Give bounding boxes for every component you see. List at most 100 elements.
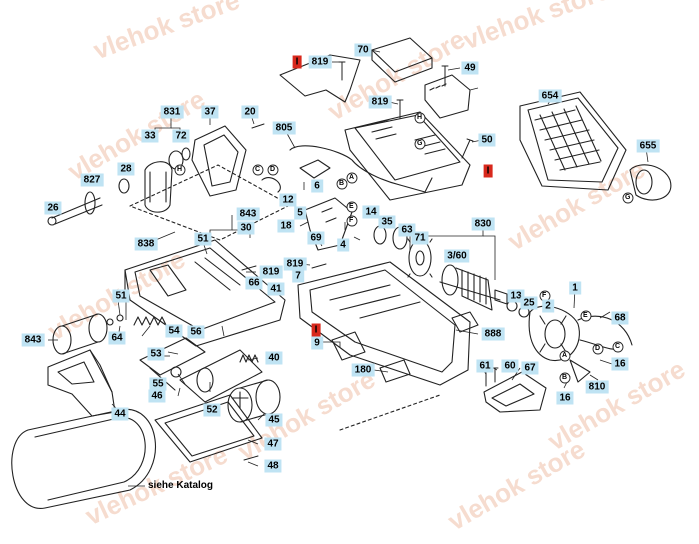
part-label: 45 <box>265 413 283 427</box>
part-label: 7 <box>292 269 304 283</box>
part-label: 53 <box>147 347 165 361</box>
part-label: 35 <box>378 215 396 229</box>
part-label: 180 <box>351 363 375 377</box>
spring-54 <box>133 316 167 326</box>
part-label: 52 <box>203 403 221 417</box>
part-label: 55 <box>149 377 167 391</box>
part-label: 70 <box>354 43 372 57</box>
red-marker: I <box>483 164 493 178</box>
letter-marker: C <box>615 343 621 350</box>
frame-44 <box>47 349 116 417</box>
plate-52 <box>179 349 263 403</box>
part-label: 13 <box>507 289 525 303</box>
part-label: 37 <box>201 105 219 119</box>
letter-marker: A <box>562 352 568 359</box>
part-label: 51 <box>194 232 212 246</box>
part-label: 830 <box>471 217 495 231</box>
part-label: 48 <box>264 459 282 473</box>
part-label: 61 <box>476 359 494 373</box>
red-marker: I <box>311 323 321 337</box>
part-label: 6 <box>311 179 323 193</box>
dust-container-654 <box>519 91 627 191</box>
part-label: 46 <box>148 389 166 403</box>
part-label: 20 <box>241 105 259 119</box>
part-label: 50 <box>478 133 496 147</box>
part-label: 18 <box>277 219 295 233</box>
part-label: 810 <box>585 380 609 394</box>
base-plate-838 <box>124 239 286 347</box>
armature-3-60 <box>439 264 530 318</box>
letter-marker: H <box>417 114 423 121</box>
part-label: 819 <box>308 55 332 69</box>
part-label: 40 <box>265 351 283 365</box>
letter-marker: F <box>349 217 354 224</box>
part-label: 60 <box>501 359 519 373</box>
top-shell <box>279 37 471 119</box>
nozzle-655 <box>629 164 672 201</box>
part-label: 33 <box>141 129 159 143</box>
part-label: 819 <box>259 265 283 279</box>
letter-marker: F <box>542 292 547 299</box>
part-label: 30 <box>237 221 255 235</box>
part-label: 888 <box>481 327 505 341</box>
part-label: 54 <box>165 324 183 338</box>
part-label: 67 <box>521 361 539 375</box>
part-label: 51 <box>112 289 130 303</box>
part-label: 64 <box>108 331 126 345</box>
part-label: 72 <box>172 129 190 143</box>
part-label: 44 <box>111 407 129 421</box>
part-label: 25 <box>520 296 538 310</box>
part-label: 3/60 <box>444 249 470 263</box>
switch-housing <box>261 111 471 201</box>
part-label: 843 <box>236 207 260 221</box>
motor-housing-9 <box>297 261 479 386</box>
red-marker: I <box>292 55 302 69</box>
catalog-note: siehe Katalog <box>148 480 214 491</box>
part-label: 66 <box>245 276 263 290</box>
letter-marker: G <box>417 140 423 147</box>
part-label: 56 <box>187 325 205 339</box>
letter-marker: A <box>349 174 355 181</box>
part-label: 9 <box>311 336 323 350</box>
part-label: 831 <box>160 105 184 119</box>
part-label: 654 <box>538 89 562 103</box>
part-label: 26 <box>44 201 62 215</box>
cover-37 <box>191 125 247 197</box>
part-label: 47 <box>264 437 282 451</box>
part-label: 655 <box>636 139 660 153</box>
letter-marker: H <box>177 166 183 173</box>
part-label: 843 <box>21 333 45 347</box>
letter-marker: D <box>595 345 601 352</box>
part-label: 819 <box>283 257 307 271</box>
part-label: 12 <box>279 193 297 207</box>
part-label: 14 <box>362 205 380 219</box>
letter-marker: B <box>562 374 568 381</box>
part-label: 838 <box>134 237 158 251</box>
part-label: 805 <box>272 121 296 135</box>
letter-marker: E <box>349 203 354 210</box>
shaft-827 <box>47 178 130 226</box>
letter-marker: E <box>583 312 588 319</box>
part-label: 16 <box>611 357 629 371</box>
part-label: 827 <box>80 173 104 187</box>
letter-marker: D <box>270 166 276 173</box>
belt-33 <box>144 161 173 213</box>
part-label: 68 <box>611 311 629 325</box>
part-label: 41 <box>267 282 285 296</box>
letter-marker: G <box>625 194 631 201</box>
spring-40 <box>239 354 259 363</box>
part-label: 16 <box>556 391 574 405</box>
part-label: 5 <box>294 206 306 220</box>
part-label: 28 <box>117 162 135 176</box>
part-label: 71 <box>411 231 429 245</box>
part-label: 63 <box>398 223 416 237</box>
part-label: 69 <box>307 231 325 245</box>
part-label: 4 <box>337 238 349 252</box>
part-label: 1 <box>569 281 581 295</box>
part-label: 49 <box>461 61 479 75</box>
letter-marker: B <box>339 180 345 187</box>
part-label: 2 <box>542 299 554 313</box>
letter-marker: C <box>255 166 261 173</box>
part-label: 819 <box>368 95 392 109</box>
